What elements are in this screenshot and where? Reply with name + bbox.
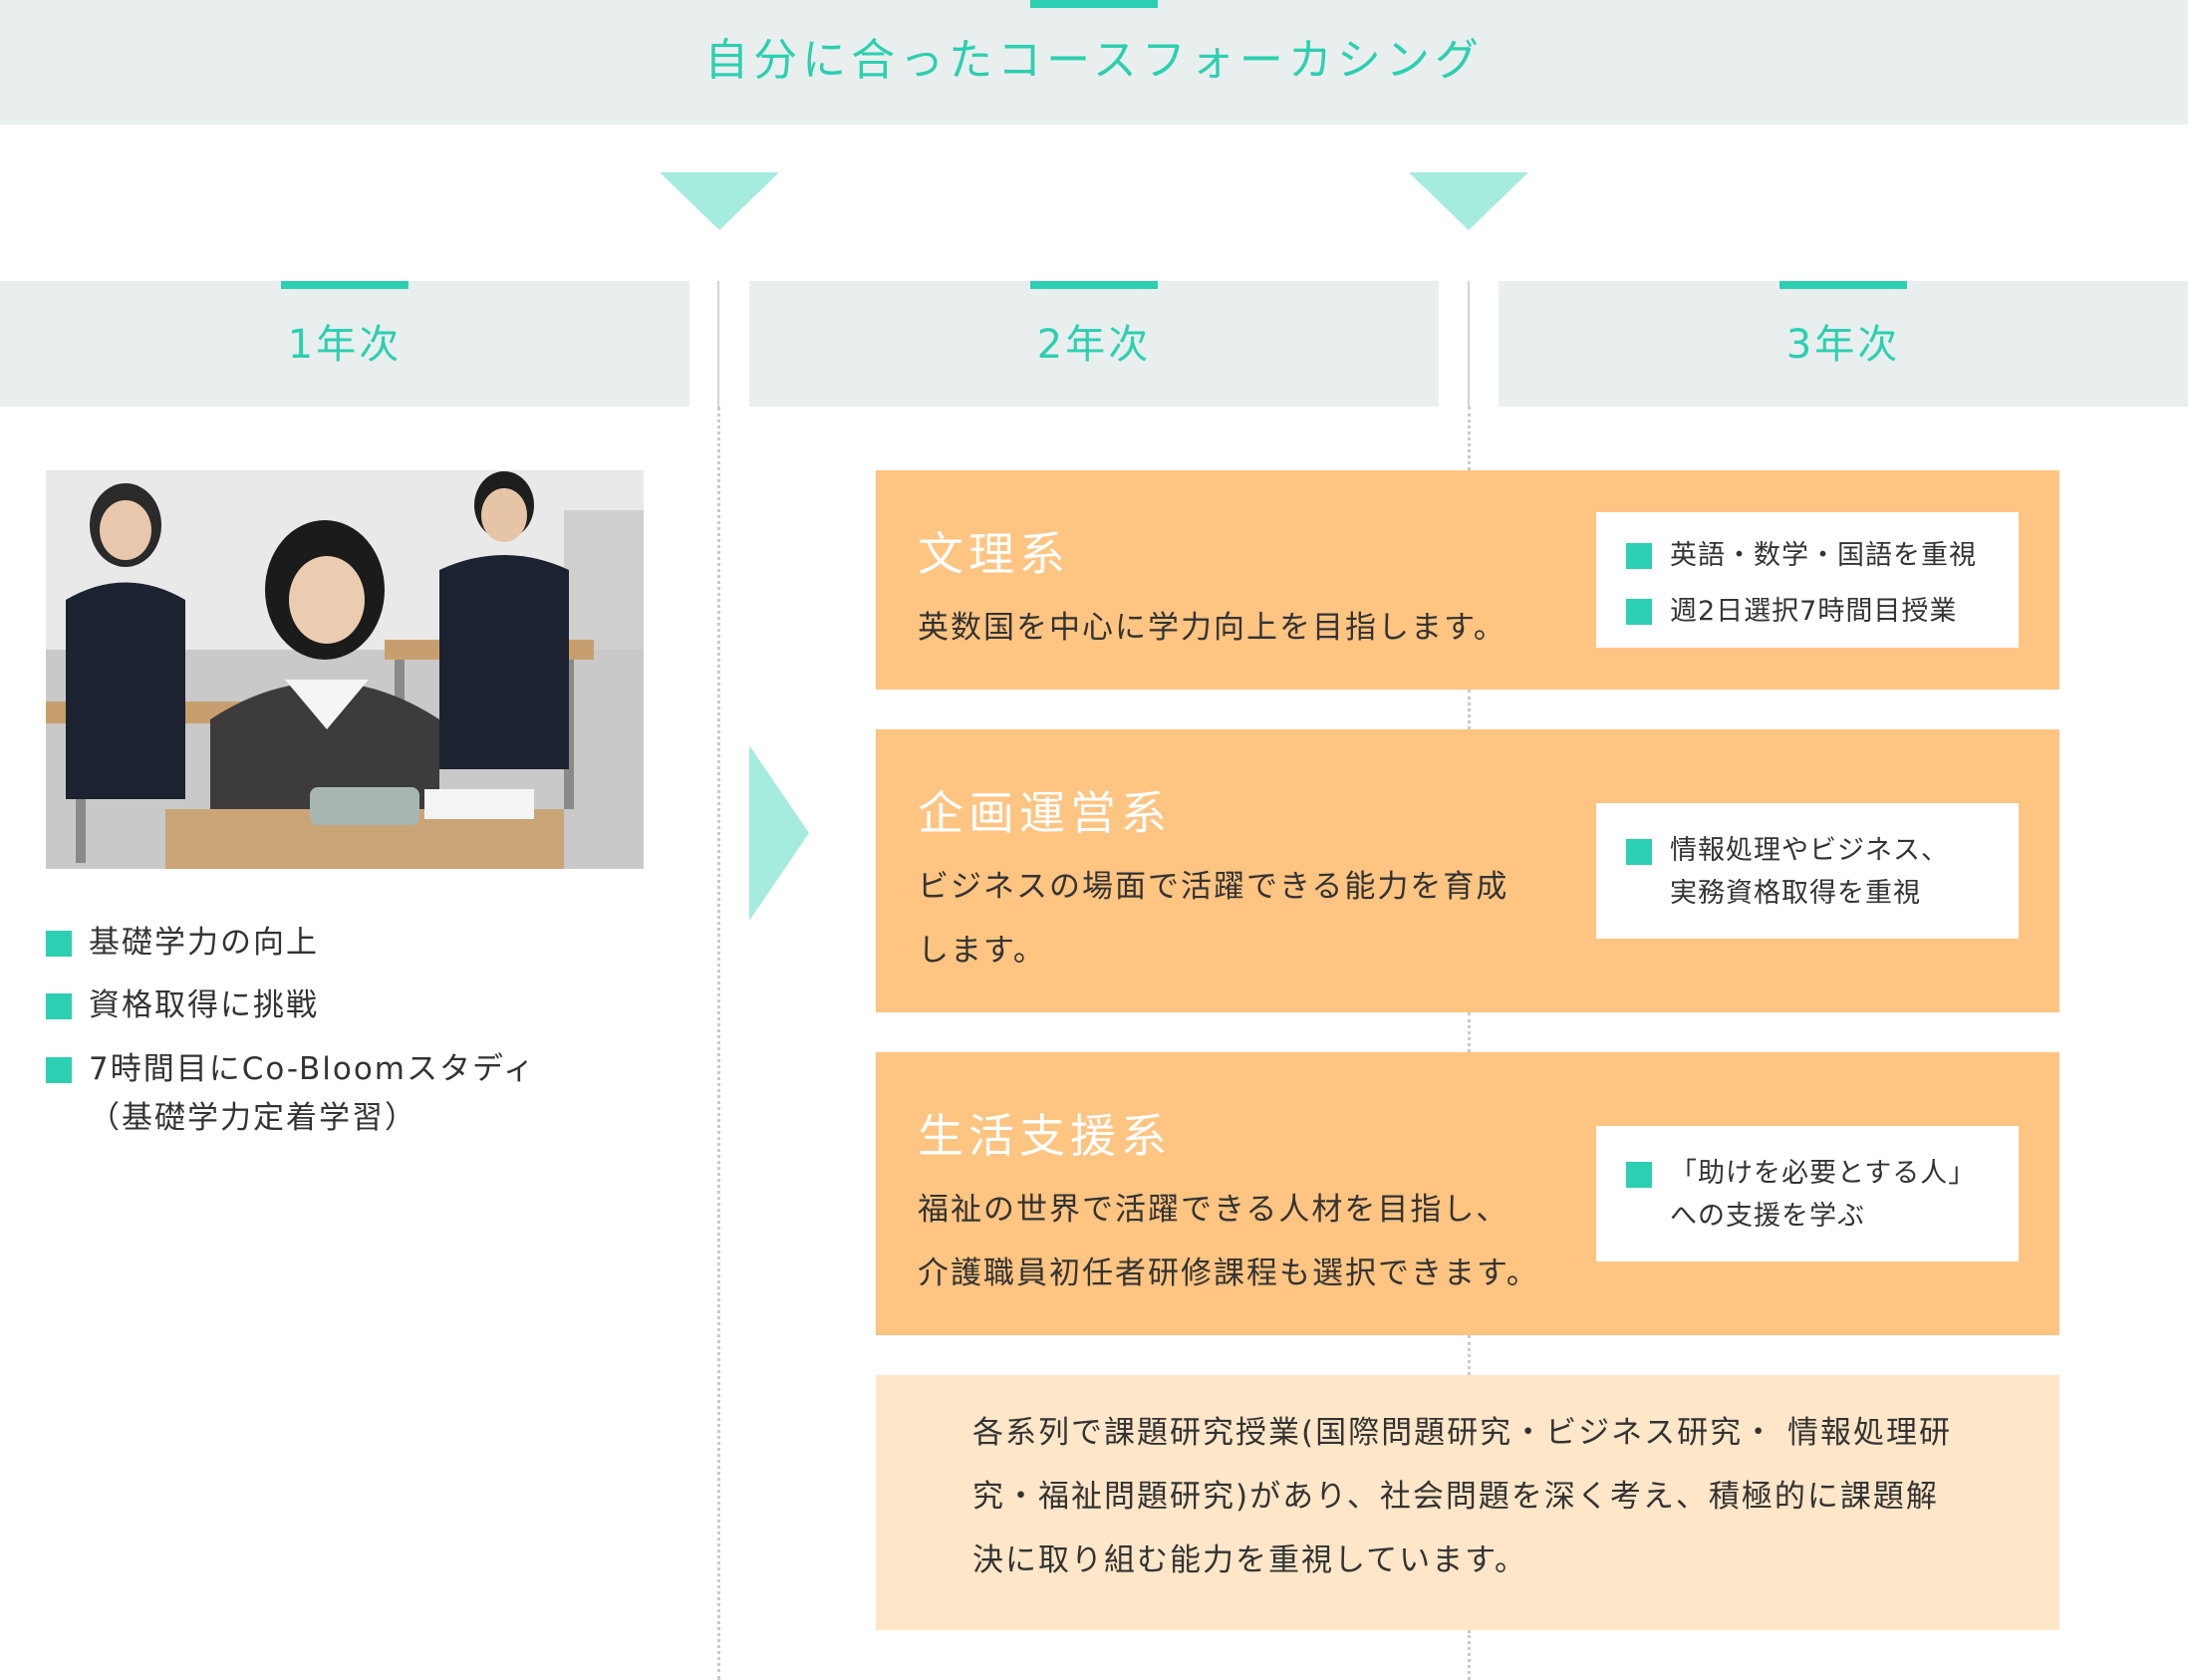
course-points-box: 情報処理やビジネス、 実務資格取得を重視	[1596, 803, 2019, 939]
course-points-box: 英語・数学・国語を重視 週2日選択7時間目授業	[1596, 512, 2019, 648]
bullet-square-icon	[46, 931, 72, 957]
course-point: 「助けを必要とする人」	[1670, 1158, 1977, 1189]
bullet-square-icon	[1626, 543, 1652, 569]
note-line: 各系列で課題研究授業(国際問題研究・ビジネス研究・ 情報処理研	[972, 1415, 1952, 1451]
course-desc: 介護職員初任者研修課程も選択できます。	[918, 1256, 1539, 1291]
column-divider	[717, 281, 719, 407]
year1-point-sub: （基礎学力定着学習）	[89, 1100, 417, 1136]
header-accent-line	[1030, 0, 1158, 8]
course-point: 実務資格取得を重視	[1670, 878, 1921, 909]
classroom-photo	[46, 470, 644, 869]
year-accent-line	[1779, 281, 1907, 289]
course-points-box: 「助けを必要とする人」 への支援を学ぶ	[1596, 1126, 2019, 1261]
course-desc: 福祉の世界で活躍できる人材を目指し、	[918, 1192, 1509, 1228]
bullet-square-icon	[1626, 599, 1652, 625]
timeline-dotted-line	[1468, 1630, 1471, 1680]
timeline-dotted-line	[1468, 1335, 1471, 1375]
year-accent-line	[281, 281, 409, 289]
header-bar: 自分に合ったコースフォーカシング	[0, 0, 2188, 125]
bullet-square-icon	[1626, 1162, 1652, 1188]
course-name: 企画運営系	[918, 786, 1172, 840]
year-accent-line	[1030, 281, 1158, 289]
year1-point: 資格取得に挑戦	[89, 987, 319, 1023]
right-arrow-icon	[749, 745, 809, 921]
year-header-3: 3年次	[1499, 281, 2188, 407]
note-line: 決に取り組む能力を重視しています。	[972, 1542, 1527, 1578]
down-arrow-icon	[1409, 172, 1528, 230]
note-line: 究・福祉問題研究)があり、社会問題を深く考え、積極的に課題解	[972, 1479, 1939, 1515]
bullet-square-icon	[1626, 839, 1652, 865]
research-note-box: 各系列で課題研究授業(国際問題研究・ビジネス研究・ 情報処理研 究・福祉問題研究…	[876, 1375, 2059, 1630]
course-card-seikatsu: 生活支援系 福祉の世界で活躍できる人材を目指し、 介護職員初任者研修課程も選択で…	[876, 1052, 2059, 1335]
course-card-bunri: 文理系 英数国を中心に学力向上を目指します。 英語・数学・国語を重視 週2日選択…	[876, 470, 2059, 690]
course-name: 生活支援系	[918, 1109, 1172, 1163]
course-desc: します。	[918, 933, 1046, 969]
page-title: 自分に合ったコースフォーカシング	[704, 35, 1484, 86]
course-name: 文理系	[918, 527, 1070, 581]
note-text: 各系列で課題研究授業(国際問題研究・ビジネス研究・ 情報処理研 究・福祉問題研究…	[972, 1401, 1969, 1592]
year-header-1: 1年次	[0, 281, 689, 407]
timeline-dotted-line	[717, 407, 720, 1680]
course-desc: ビジネスの場面で活躍できる能力を育成	[918, 869, 1509, 905]
year1-point: 基礎学力の向上	[89, 925, 319, 961]
course-point: 情報処理やビジネス、	[1670, 835, 1949, 866]
timeline-dotted-line	[1468, 1012, 1471, 1052]
year-header-2: 2年次	[749, 281, 1439, 407]
year1-point: 7時間目にCo-Bloomスタディ	[89, 1051, 536, 1087]
course-card-kikaku: 企画運営系 ビジネスの場面で活躍できる能力を育成 します。 情報処理やビジネス、…	[876, 729, 2059, 1012]
timeline-dotted-line	[1468, 407, 1471, 470]
course-desc: 英数国を中心に学力向上を目指します。	[918, 610, 1506, 646]
course-point: 英語・数学・国語を重視	[1670, 540, 1977, 571]
bullet-square-icon	[46, 1057, 72, 1083]
course-point: への支援を学ぶ	[1670, 1201, 1865, 1232]
down-arrow-icon	[660, 172, 779, 230]
year-label-2: 2年次	[1036, 322, 1152, 368]
course-point: 週2日選択7時間目授業	[1670, 596, 1958, 627]
year-label-3: 3年次	[1785, 322, 1901, 368]
column-divider	[1468, 281, 1470, 407]
bullet-square-icon	[46, 993, 72, 1019]
year-label-1: 1年次	[287, 322, 403, 368]
timeline-dotted-line	[1468, 690, 1471, 729]
